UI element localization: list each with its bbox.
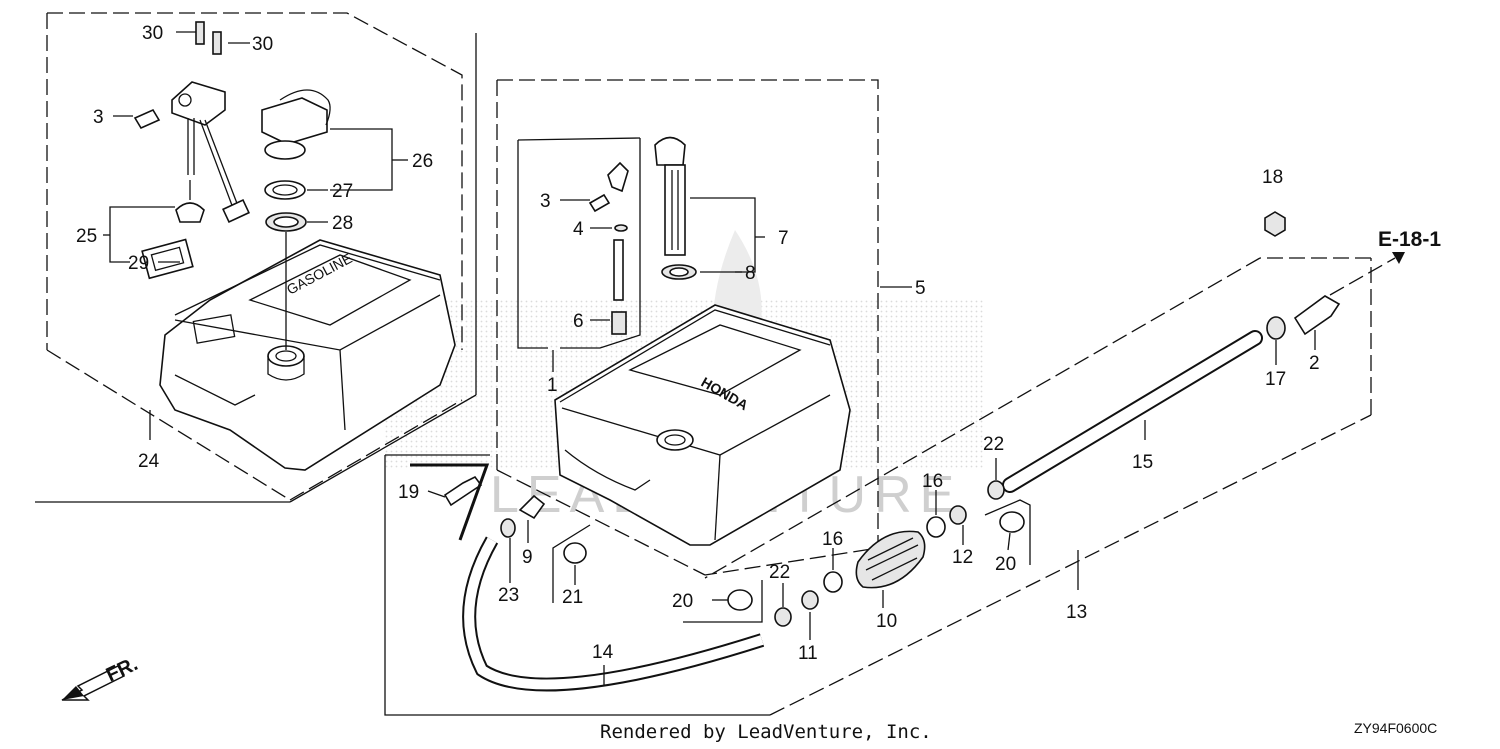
label-1: 1 bbox=[547, 375, 558, 396]
large-fuel-tank: HONDA bbox=[554, 304, 851, 546]
footer-credit: Rendered by LeadVenture, Inc. bbox=[600, 721, 932, 743]
label-16b: 16 bbox=[822, 529, 843, 550]
label-9: 9 bbox=[522, 547, 533, 568]
label-30a: 30 bbox=[142, 23, 163, 44]
label-15: 15 bbox=[1132, 452, 1153, 473]
label-13: 13 bbox=[1066, 602, 1087, 623]
group-boundaries bbox=[35, 12, 1372, 716]
label-7: 7 bbox=[778, 228, 789, 249]
label-23: 23 bbox=[498, 585, 519, 606]
leader-lines bbox=[103, 31, 1316, 685]
label-26: 26 bbox=[412, 151, 433, 172]
fuel-gauge-sender bbox=[133, 21, 250, 280]
label-30b: 30 bbox=[252, 34, 273, 55]
small-tank-cap bbox=[261, 89, 331, 350]
label-20b: 20 bbox=[672, 591, 693, 612]
label-25: 25 bbox=[76, 226, 97, 247]
label-14: 14 bbox=[592, 642, 614, 663]
callout-labels: 30 30 3 26 27 28 25 29 24 3 4 6 1 7 8 5 … bbox=[76, 23, 1320, 664]
reference-label: E-18-1 bbox=[1378, 228, 1441, 251]
label-11: 11 bbox=[798, 643, 818, 664]
label-3a: 3 bbox=[93, 107, 104, 128]
label-20a: 20 bbox=[995, 554, 1016, 575]
label-4: 4 bbox=[573, 219, 584, 240]
label-6: 6 bbox=[573, 311, 584, 332]
hose-assembly bbox=[410, 211, 1341, 692]
label-2: 2 bbox=[1309, 353, 1320, 374]
label-28: 28 bbox=[332, 213, 353, 234]
label-24: 24 bbox=[138, 451, 160, 472]
label-22a: 22 bbox=[983, 434, 1004, 455]
label-17: 17 bbox=[1265, 369, 1286, 390]
small-fuel-tank: GASOLINE bbox=[159, 239, 456, 471]
label-8: 8 bbox=[745, 263, 756, 284]
label-18: 18 bbox=[1262, 167, 1283, 188]
label-21: 21 bbox=[562, 587, 583, 608]
label-16a: 16 bbox=[922, 471, 943, 492]
label-29: 29 bbox=[128, 253, 149, 274]
label-19: 19 bbox=[398, 482, 419, 503]
front-direction-marker: FR. bbox=[61, 653, 141, 701]
vent-fittings bbox=[588, 161, 629, 335]
reference-arrow bbox=[1329, 252, 1405, 296]
label-22b: 22 bbox=[769, 562, 790, 583]
label-27: 27 bbox=[332, 181, 353, 202]
label-12: 12 bbox=[952, 547, 973, 568]
strainer-assembly bbox=[654, 136, 697, 280]
label-5: 5 bbox=[915, 278, 926, 299]
label-3b: 3 bbox=[540, 191, 551, 212]
label-10: 10 bbox=[876, 611, 897, 632]
diagram-code: ZY94F0600C bbox=[1354, 720, 1437, 736]
